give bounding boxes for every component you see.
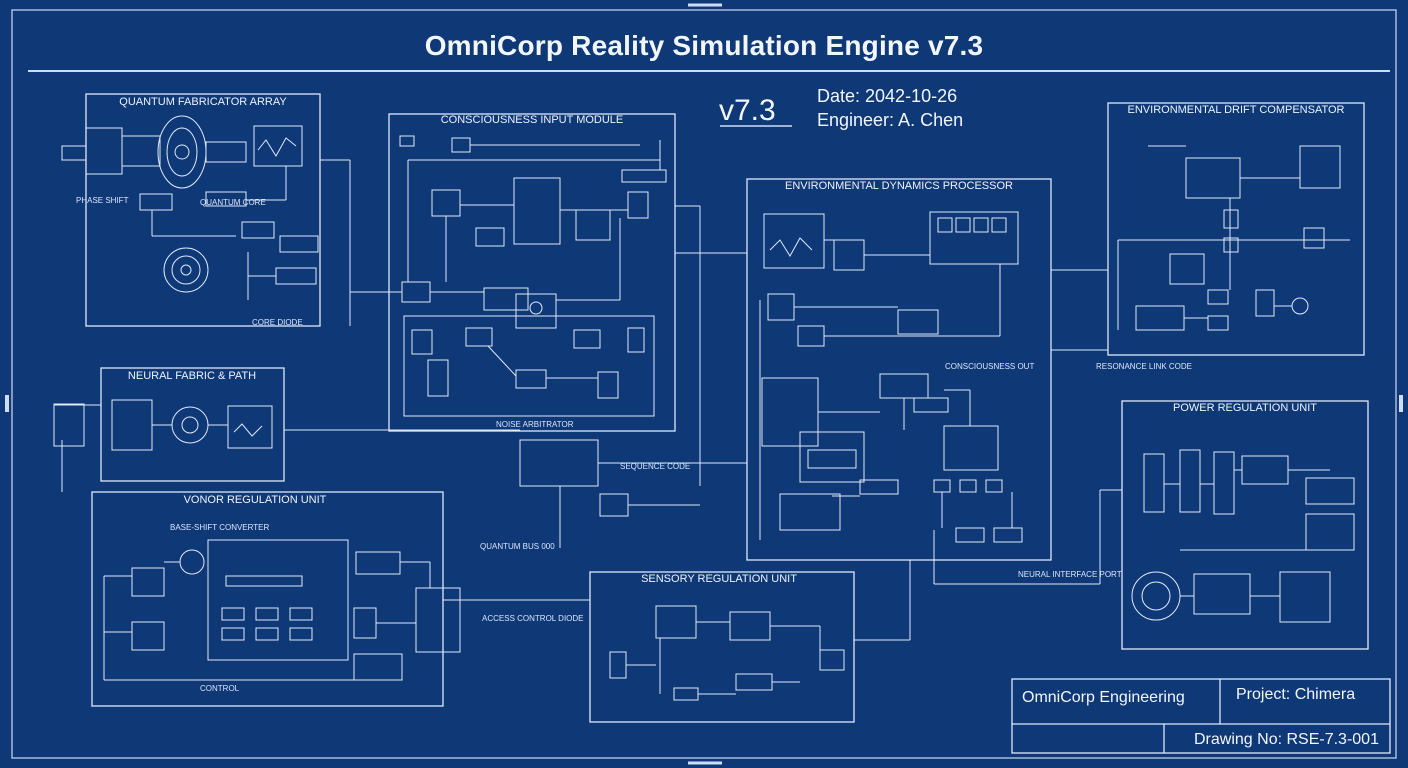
title-env-drift: ENVIRONMENTAL DRIFT COMPENSATOR: [1127, 104, 1345, 116]
engineer-line: Engineer: A. Chen: [817, 110, 964, 130]
interconnect: [53, 252, 1122, 641]
label-quantum-bus: QUANTUM BUS 000: [480, 542, 555, 551]
label-neural-interface-port: NEURAL INTERFACE PORT: [1018, 570, 1122, 579]
panel-vonor-regulation: [91, 491, 444, 707]
sensory-schematic: [609, 605, 845, 701]
neural-schematic: [111, 399, 273, 451]
date-line: Date: 2042-10-26: [817, 86, 958, 106]
title-env-dynamics: ENVIRONMENTAL DYNAMICS PROCESSOR: [785, 180, 1013, 192]
label-phase-shift: PHASE SHIFT: [76, 196, 129, 205]
label-control: CONTROL: [200, 684, 240, 693]
label-noise-arbitrator: NOISE ARBITRATOR: [496, 420, 574, 429]
vonor-schematic: [103, 539, 461, 681]
title-block-company: OmniCorp Engineering: [1022, 689, 1185, 706]
title-neural-fabric: NEURAL FABRIC & PATH: [127, 370, 257, 382]
sheet-border: [11, 9, 1397, 759]
title-consciousness-input: CONSCIOUSNESS INPUT MODULE: [440, 114, 624, 126]
label-resonance-link: RESONANCE LINK CODE: [1096, 362, 1193, 371]
title-block: [1011, 678, 1391, 754]
title-block-drawing-no: Drawing No: RSE-7.3-001: [1194, 731, 1379, 748]
panel-sensory-regulation: [589, 571, 855, 723]
title-vonor-regulation: VONOR REGULATION UNIT: [183, 494, 327, 506]
panel-env-dynamics: [746, 178, 1052, 561]
env-drift-schematic: [1117, 145, 1350, 331]
label-quantum-core: QUANTUM CORE: [200, 198, 266, 207]
panel-env-drift: [1107, 102, 1365, 356]
consciousness-schematic: [350, 135, 701, 486]
env-dynamics-schematic: [759, 211, 1023, 543]
panel-consciousness-input: [388, 113, 676, 432]
title-power-regulation: POWER REGULATION UNIT: [1172, 402, 1318, 414]
title-sensory-regulation: SENSORY REGULATION UNIT: [641, 573, 797, 585]
panel-power-regulation: [1121, 400, 1369, 650]
label-consciousness-out: CONSCIOUSNESS OUT: [945, 362, 1035, 371]
panel-neural-fabric: [100, 367, 285, 482]
label-base-shift-converter: BASE-SHIFT CONVERTER: [170, 523, 270, 532]
power-schematic: [1131, 449, 1355, 623]
label-core-diode: CORE DIODE: [252, 318, 303, 327]
title-quantum-fabricator: QUANTUM FABRICATOR ARRAY: [119, 96, 287, 108]
label-sequence-code: SEQUENCE CODE: [620, 462, 691, 471]
page-title: OmniCorp Reality Simulation Engine v7.3: [424, 30, 984, 61]
version-badge: v7.3: [719, 94, 776, 127]
quantum-schematic: [61, 115, 351, 326]
panel-quantum-fabricator: [85, 93, 321, 327]
title-block-project: Project: Chimera: [1236, 686, 1356, 703]
label-access-control: ACCESS CONTROL DIODE: [482, 614, 584, 623]
